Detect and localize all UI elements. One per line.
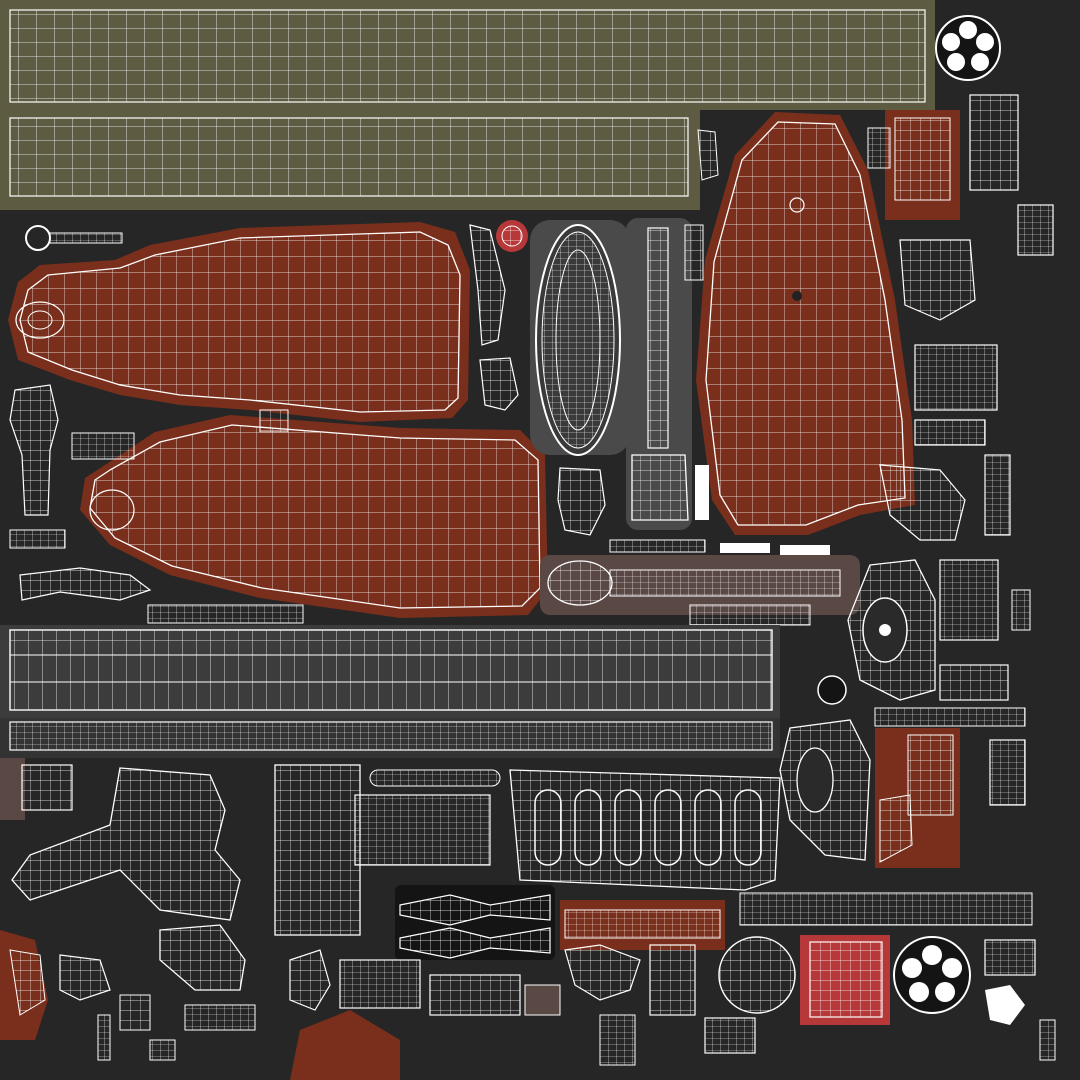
grid-block <box>914 419 986 446</box>
oval-wireframe <box>535 224 621 456</box>
grip-wireframe-2 <box>779 719 871 861</box>
grid-block <box>914 344 998 411</box>
magazine-wireframe <box>509 769 781 891</box>
grid-block <box>989 739 1026 806</box>
pose-wireframe-left <box>11 764 246 991</box>
round-wireframe <box>718 936 796 1014</box>
grid-block <box>939 664 1009 701</box>
grid-block <box>1017 204 1054 256</box>
olive-panel-second <box>0 110 700 210</box>
spring-wireframe <box>395 885 555 960</box>
mechanism-wireframe <box>274 764 501 936</box>
round-wireframe-small <box>817 675 847 705</box>
grid-block <box>339 959 421 1009</box>
small-part-left <box>9 225 152 601</box>
grid-block <box>704 1017 756 1054</box>
cylinder-wheel-bottom <box>893 936 971 1014</box>
grid-block <box>649 944 696 1016</box>
small-strip <box>874 707 1026 727</box>
small-parts-bottom <box>59 944 1056 1066</box>
grid-block <box>939 559 999 641</box>
cylinder-wheel-top <box>935 15 1001 81</box>
grid-block <box>969 94 1019 191</box>
wood-piece-small <box>290 1010 400 1080</box>
long-grid-strip <box>0 625 780 720</box>
grid-block <box>1011 589 1031 631</box>
long-grid-strip-thin <box>0 718 780 758</box>
wood-stock-island-lower <box>80 415 548 618</box>
barrel-vertical <box>626 218 709 530</box>
small-parts-center <box>259 127 976 555</box>
grid-block <box>984 454 1011 536</box>
grip-wireframe <box>847 559 936 701</box>
olive-panel-top <box>0 0 935 110</box>
wood-hull-island <box>696 112 915 535</box>
barrel-horizontal <box>540 555 860 626</box>
small-strip <box>739 892 1033 926</box>
red-grid-patch <box>800 935 890 1025</box>
wood-stock-island-upper <box>8 222 470 422</box>
grid-block <box>429 974 521 1016</box>
grid-block <box>984 939 1036 976</box>
small-strip <box>147 604 304 624</box>
